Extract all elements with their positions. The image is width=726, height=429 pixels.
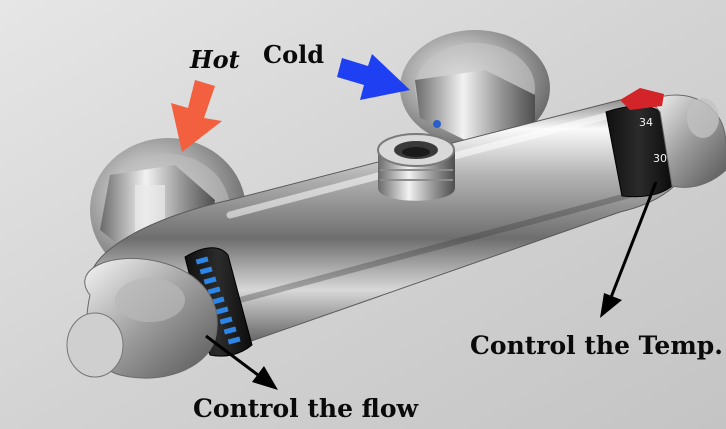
- cold-label: Cold: [263, 40, 325, 69]
- hot-arrow: [171, 80, 222, 152]
- flow-scale-marks: [195, 256, 241, 345]
- flow-handle: [66, 247, 253, 379]
- cold-arrow: [337, 54, 410, 100]
- temperature-handle: 34 30: [605, 88, 726, 198]
- temperature-stop-button: [620, 88, 664, 110]
- temperature-pointer-arrow: [600, 181, 658, 318]
- flow-pointer-arrow: [205, 334, 278, 390]
- temperature-control-label: Control the Temp.: [470, 331, 723, 360]
- dial-mark-34: 34: [639, 116, 653, 129]
- dial-mark-30: 30: [653, 152, 667, 165]
- hot-label: Hot: [190, 45, 240, 74]
- cold-inlet-connector: [400, 30, 550, 146]
- outlet-nozzle: [377, 133, 455, 201]
- flow-control-label: Control the flow: [193, 394, 419, 423]
